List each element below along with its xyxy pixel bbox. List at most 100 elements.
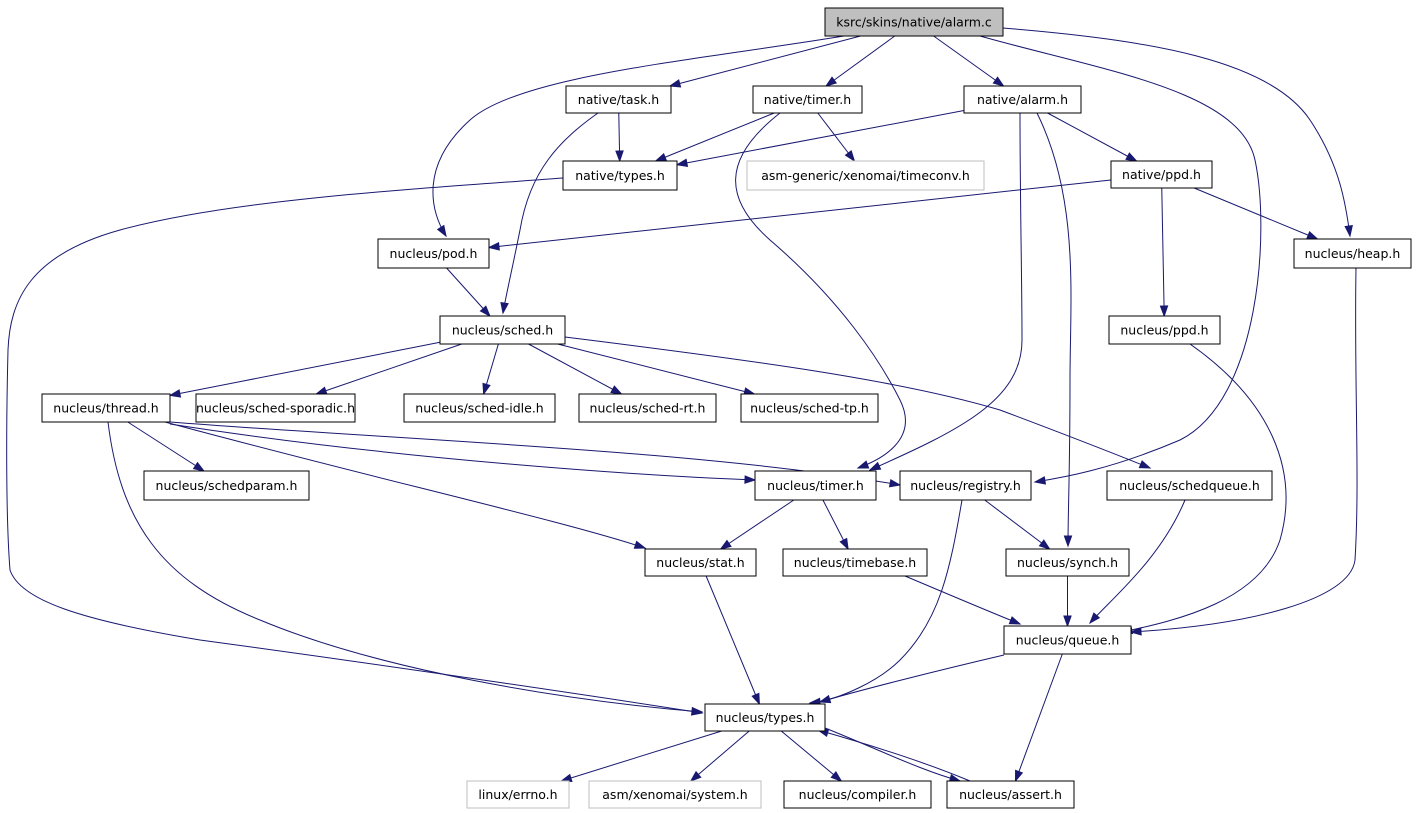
edge-line	[169, 341, 441, 396]
edge-line	[1015, 653, 1063, 782]
node-label: nucleus/sched-idle.h	[415, 401, 543, 416]
node-box	[644, 548, 757, 577]
node-label: nucleus/queue.h	[1016, 633, 1120, 648]
node-native-alarm-h[interactable]: native/alarm.h	[963, 85, 1082, 114]
node-label: nucleus/stat.h	[656, 555, 744, 570]
edge-line	[780, 730, 842, 782]
edge-line	[316, 343, 462, 395]
node-nucleus-types-h[interactable]: nucleus/types.h	[704, 703, 826, 732]
edge-arrowhead	[559, 773, 573, 782]
node-assert-h[interactable]: nucleus/assert.h	[946, 780, 1075, 809]
node-sched-rt-h[interactable]: nucleus/sched-rt.h	[578, 393, 717, 423]
edge-line	[557, 343, 755, 395]
node-sched-tp-h[interactable]: nucleus/sched-tp.h	[740, 393, 879, 423]
node-system-h[interactable]: asm/xenomai/system.h	[588, 780, 762, 809]
node-nucleus-pod-h[interactable]: nucleus/pod.h	[377, 238, 490, 269]
node-label: nucleus/heap.h	[1305, 246, 1401, 261]
node-nucleus-thread-h[interactable]: nucleus/thread.h	[41, 393, 171, 423]
node-box	[1110, 160, 1213, 189]
node-box	[41, 393, 171, 423]
node-registry-h[interactable]: nucleus/registry.h	[899, 470, 1032, 501]
node-label: nucleus/compiler.h	[799, 787, 917, 802]
node-native-types-h[interactable]: native/types.h	[562, 160, 678, 191]
node-timeconv-h[interactable]: asm-generic/xenomai/timeconv.h	[746, 160, 985, 191]
node-compiler-h[interactable]: nucleus/compiler.h	[783, 780, 932, 809]
edge-nucleus_pod_h-to-nucleus_sched_h	[446, 267, 491, 318]
node-native-task-h[interactable]: native/task.h	[565, 85, 672, 114]
edge-line	[488, 179, 1112, 248]
edge-arrowhead	[610, 385, 623, 395]
node-label: native/types.h	[575, 168, 665, 183]
node-label: nucleus/sched-tp.h	[750, 401, 869, 416]
node-nucleus-heap-h[interactable]: nucleus/heap.h	[1293, 238, 1412, 269]
edge-arrowhead	[1306, 231, 1319, 240]
node-label: nucleus/assert.h	[959, 787, 1062, 802]
node-schedqueue-h[interactable]: nucleus/schedqueue.h	[1106, 470, 1273, 501]
node-label: nucleus/schedparam.h	[156, 478, 298, 493]
edge-line	[1036, 112, 1072, 547]
node-stat-h[interactable]: nucleus/stat.h	[644, 548, 757, 577]
node-box	[1003, 625, 1132, 655]
node-nucleus-timer-h[interactable]: nucleus/timer.h	[754, 470, 877, 501]
edge-arrowhead	[436, 224, 447, 238]
edge-nucleus_types_h-to-system_h	[689, 730, 750, 782]
node-label: asm/xenomai/system.h	[602, 787, 747, 802]
edge-line	[528, 343, 622, 395]
node-queue-h[interactable]: nucleus/queue.h	[1003, 625, 1132, 655]
edge-synch_h-to-queue_h	[1063, 576, 1072, 628]
node-nucleus-sched-h[interactable]: nucleus/sched.h	[439, 315, 566, 345]
edge-native_ppd_h-to-nucleus_heap_h	[1193, 187, 1319, 240]
node-nucleus-ppd-h[interactable]: nucleus/ppd.h	[1108, 315, 1221, 345]
edge-line	[825, 35, 896, 87]
node-sched-idle-h[interactable]: nucleus/sched-idle.h	[403, 393, 556, 423]
edge-line	[824, 727, 961, 782]
edge-line	[1193, 187, 1318, 240]
node-label: nucleus/schedqueue.h	[1119, 478, 1260, 493]
node-label: nucleus/timer.h	[767, 478, 864, 493]
edge-line	[669, 35, 861, 87]
node-label: nucleus/pod.h	[390, 246, 478, 261]
edge-nucleus_sched_h-to-sched_idle_h	[482, 343, 499, 396]
node-box	[824, 7, 1004, 37]
edge-arrowhead	[479, 305, 491, 318]
node-box	[752, 85, 863, 114]
edge-line	[1161, 187, 1165, 317]
edge-alarm_c-to-native_task_h	[668, 35, 861, 88]
node-native-ppd-h[interactable]: native/ppd.h	[1110, 160, 1213, 189]
edge-alarm_c-to-native_alarm_h	[933, 35, 1005, 87]
edge-nucleus_sched_h-to-schedqueue_h	[564, 336, 1152, 469]
edge-line	[720, 499, 795, 550]
node-label: nucleus/sched.h	[452, 323, 553, 338]
edge-line	[904, 575, 1021, 625]
node-schedparam-h[interactable]: nucleus/schedparam.h	[143, 470, 310, 501]
node-native-timer-h[interactable]: native/timer.h	[752, 85, 863, 114]
edge-arrowhead	[615, 150, 624, 163]
edge-line	[676, 110, 965, 166]
node-box	[143, 470, 310, 501]
edge-arrowhead	[633, 540, 647, 549]
edge-stat_h-to-nucleus_types_h	[705, 575, 760, 706]
edge-nucleus_types_h-to-compiler_h	[780, 730, 843, 782]
node-label: nucleus/sched-sporadic.h	[196, 401, 355, 416]
edge-nucleus_thread_h-to-nucleus_timer_h	[169, 423, 757, 484]
edge-line	[1089, 499, 1186, 624]
edge-arrowhead	[1138, 460, 1152, 469]
edge-nucleus_timer_h-to-stat_h	[719, 499, 795, 550]
edge-native_alarm_h-to-synch_h	[1036, 112, 1073, 548]
edge-line	[564, 336, 1151, 469]
node-timebase-h[interactable]: nucleus/timebase.h	[782, 548, 928, 577]
node-errno-h[interactable]: linux/errno.h	[466, 780, 570, 809]
edge-line	[984, 499, 1050, 550]
node-synch-h[interactable]: nucleus/synch.h	[1005, 548, 1130, 577]
edge-arrowhead	[830, 770, 843, 782]
node-sched-sporadic-h[interactable]: nucleus/sched-sporadic.h	[195, 393, 356, 423]
edge-assert_h-to-nucleus_types_h	[816, 728, 971, 782]
edge-nucleus_sched_h-to-sched_sporadic_h	[314, 343, 462, 395]
edge-line	[735, 112, 906, 469]
edge-line	[869, 112, 1023, 471]
edge-arrowhead	[824, 76, 838, 87]
edge-arrowhead	[1089, 612, 1101, 625]
edge-line	[1002, 27, 1351, 237]
edge-arrowhead	[856, 460, 870, 469]
